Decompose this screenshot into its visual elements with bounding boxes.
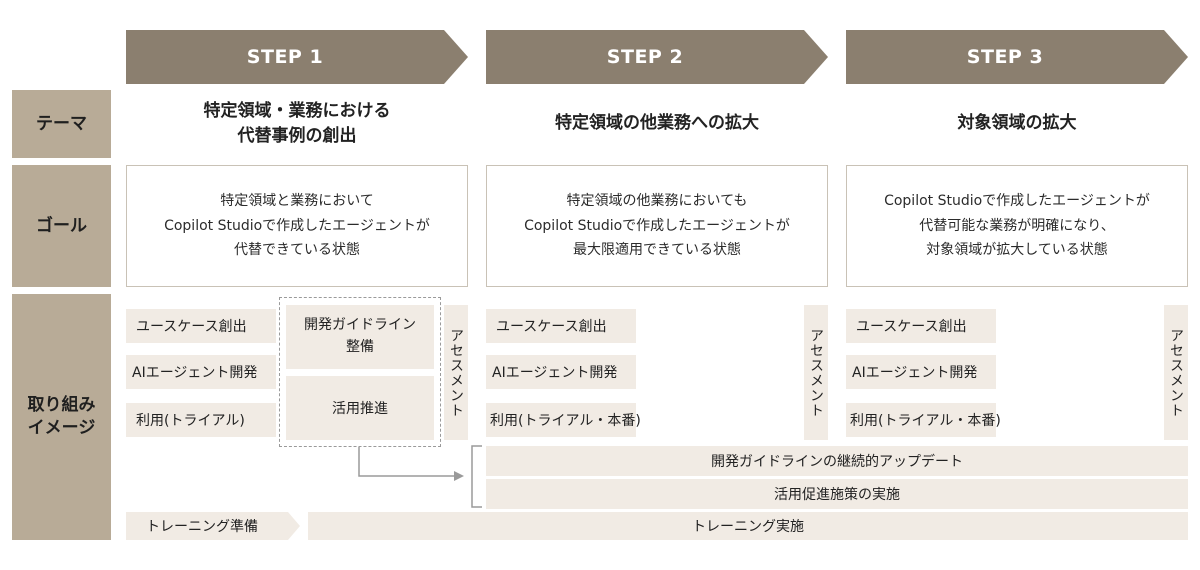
step1-dev-item: AIエージェント開発 <box>126 355 276 389</box>
goal-step-1: 特定領域と業務において Copilot Studioで作成したエージェントが 代… <box>126 165 468 287</box>
step-3-arrow: STEP 3 <box>846 30 1188 84</box>
goal-step-1-line-1: 特定領域と業務において <box>220 193 374 210</box>
step1-use-label: 利用(トライアル) <box>136 413 245 429</box>
step1-usecase-shape <box>126 309 276 343</box>
connector-arrow <box>358 447 464 481</box>
row-header-goal: ゴール <box>12 165 111 287</box>
step2-usecase-label: ユースケース創出 <box>496 319 607 335</box>
step3-dev-item: AIエージェント開発 <box>846 355 996 389</box>
step3-use-shape <box>846 403 996 437</box>
training-prep-arrow: トレーニング準備 <box>126 512 300 540</box>
step2-usecase-item: ユースケース創出 <box>486 309 636 343</box>
training-prep-shape <box>126 512 300 540</box>
step2-usecase-shape <box>486 309 636 343</box>
step1-dev-shape <box>126 355 276 389</box>
goal-step-3: Copilot Studioで作成したエージェントが 代替可能な業務が明確になり… <box>846 165 1188 287</box>
step2-dev-label: AIエージェント開発 <box>492 365 618 381</box>
step2-assessment: アセスメント <box>804 305 828 440</box>
step1-use-item: 利用(トライアル) <box>126 403 276 437</box>
step2-use-item: 利用(トライアル・本番) <box>486 403 641 437</box>
step-1-label: STEP 1 <box>246 46 324 68</box>
theme-step-3: 対象領域の拡大 <box>957 113 1077 134</box>
step1-usecase-label: ユースケース創出 <box>136 319 247 335</box>
theme-step-2: 特定領域の他業務への拡大 <box>555 113 759 134</box>
guideline-update-bar: 開発ガイドラインの継続的アップデート <box>486 446 1188 476</box>
goal-step-1-line-2: Copilot Studioで作成したエージェントが <box>164 217 430 234</box>
row-header-initiatives-line-1: 取り組み <box>27 395 96 416</box>
step2-dev-shape <box>486 355 636 389</box>
step3-dev-shape <box>846 355 996 389</box>
step-2-arrow: STEP 2 <box>486 30 828 84</box>
step3-usecase-label: ユースケース創出 <box>856 319 967 335</box>
row-header-initiatives-line-2: イメージ <box>27 418 96 438</box>
step1-guideline-box: 開発ガイドライン 整備 <box>286 305 434 369</box>
step1-use-shape <box>126 403 276 437</box>
step-2-shape <box>486 30 828 84</box>
step2-use-label: 利用(トライアル・本番) <box>490 413 641 429</box>
step1-guideline-line-2: 整備 <box>346 339 374 355</box>
step1-guideline-line-1: 開発ガイドライン <box>304 317 416 334</box>
row-header-initiatives: 取り組み イメージ <box>12 294 111 540</box>
training-prep-label: トレーニング準備 <box>146 519 258 535</box>
training-bar: トレーニング実施 <box>308 512 1188 540</box>
goal-step-3-line-1: Copilot Studioで作成したエージェントが <box>884 193 1150 210</box>
step1-promote-box: 活用推進 <box>286 376 434 440</box>
step3-usecase-shape <box>846 309 996 343</box>
step1-usecase-item: ユースケース創出 <box>126 309 276 343</box>
step-3-label: STEP 3 <box>966 46 1044 68</box>
goal-step-2-line-2: Copilot Studioで作成したエージェントが <box>524 217 790 234</box>
goal-step-2-line-1: 特定領域の他業務においても <box>566 193 748 210</box>
step3-usecase-item: ユースケース創出 <box>846 309 996 343</box>
goal-step-3-line-2: 代替可能な業務が明確になり、 <box>919 217 1115 234</box>
goal-step-2-line-3: 最大限適用できている状態 <box>573 242 741 259</box>
step-1-shape <box>126 30 468 84</box>
step3-assessment: アセスメント <box>1164 305 1188 440</box>
promotion-bar: 活用促進施策の実施 <box>486 479 1188 509</box>
step2-use-shape <box>486 403 636 437</box>
step-3-shape <box>846 30 1188 84</box>
step3-use-label: 利用(トライアル・本番) <box>850 413 1001 429</box>
theme-step-1-line-2: 代替事例の創出 <box>237 126 357 146</box>
goal-step-3-line-3: 対象領域が拡大している状態 <box>926 242 1108 259</box>
step-2-label: STEP 2 <box>606 46 684 68</box>
goal-step-2: 特定領域の他業務においても Copilot Studioで作成したエージェントが… <box>486 165 828 287</box>
step3-use-item: 利用(トライアル・本番) <box>846 403 1001 437</box>
continuation-bracket <box>471 445 482 508</box>
step1-dev-label: AIエージェント開発 <box>132 365 258 381</box>
step2-dev-item: AIエージェント開発 <box>486 355 636 389</box>
step1-assessment: アセスメント <box>444 305 468 440</box>
theme-step-1: 特定領域・業務における 代替事例の創出 <box>126 90 468 158</box>
theme-step-1-line-1: 特定領域・業務における <box>203 100 391 121</box>
step1-dashed-group <box>279 297 441 447</box>
goal-step-1-line-3: 代替できている状態 <box>234 242 360 259</box>
row-header-theme: テーマ <box>12 90 111 158</box>
step-1-arrow: STEP 1 <box>126 30 468 84</box>
step3-dev-label: AIエージェント開発 <box>852 365 978 381</box>
